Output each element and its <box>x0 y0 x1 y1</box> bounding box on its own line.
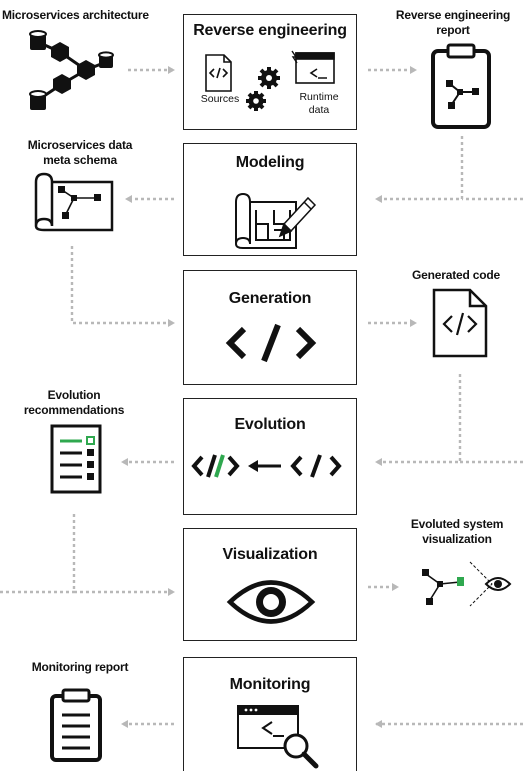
gear-icon <box>258 67 280 89</box>
gear-icon <box>246 91 266 111</box>
stage-title: Evolution <box>234 416 306 433</box>
generated-code-label: Generated code <box>412 268 500 282</box>
stage-title: Reverse engineering <box>193 22 347 39</box>
code-evolution-icon <box>191 454 342 478</box>
code-brackets-icon <box>225 323 317 363</box>
terminal-window-icon <box>291 50 335 84</box>
stage-title: Generation <box>228 290 312 307</box>
reverse-engineering-icons <box>205 50 335 111</box>
stage-title: Modeling <box>235 154 305 171</box>
document-code-icon <box>432 288 488 358</box>
sources-label: Sources <box>200 93 240 105</box>
blueprint-graph-icon <box>34 172 114 232</box>
connector-schema-to-generation <box>70 246 175 327</box>
stage-evolution: Evolution <box>183 398 357 515</box>
stage-monitoring: Monitoring <box>183 657 357 771</box>
magnifier-icon <box>283 733 319 769</box>
terminal-search-icon <box>237 705 319 769</box>
checklist-icon <box>50 424 102 494</box>
monitoring-report-label: Monitoring report <box>31 660 129 674</box>
stage-generation: Generation <box>183 270 357 385</box>
data-meta-schema-label: Microservices data meta schema <box>27 138 133 167</box>
stage-modeling: Modeling <box>183 143 357 256</box>
eye-icon <box>226 580 316 624</box>
runtime-data-label: Runtime data <box>299 91 339 116</box>
microservices-architecture-label: Microservices architecture <box>2 8 149 22</box>
arrow-left-icon <box>248 460 281 472</box>
connector-code-to-evolution <box>375 374 462 466</box>
clipboard-list-icon <box>50 688 102 762</box>
evoluted-system-visualization-label: Evoluted system visualization <box>410 517 504 546</box>
stage-title: Visualization <box>222 546 318 563</box>
graph-eye-icon <box>422 561 512 607</box>
blueprint-pencil-icon <box>235 192 317 249</box>
stage-reverse-engineering: Reverse engineering Sources Runtime data <box>183 14 357 130</box>
stage-title: Monitoring <box>229 676 311 693</box>
code-file-icon <box>205 54 232 92</box>
reverse-engineering-report-label: Reverse engineering report <box>395 8 511 37</box>
evolution-recommendations-label: Evolution recommendations <box>23 388 125 417</box>
stage-visualization: Visualization <box>183 528 357 641</box>
clipboard-graph-icon <box>431 43 491 129</box>
microservices-graph-icon <box>29 30 114 110</box>
